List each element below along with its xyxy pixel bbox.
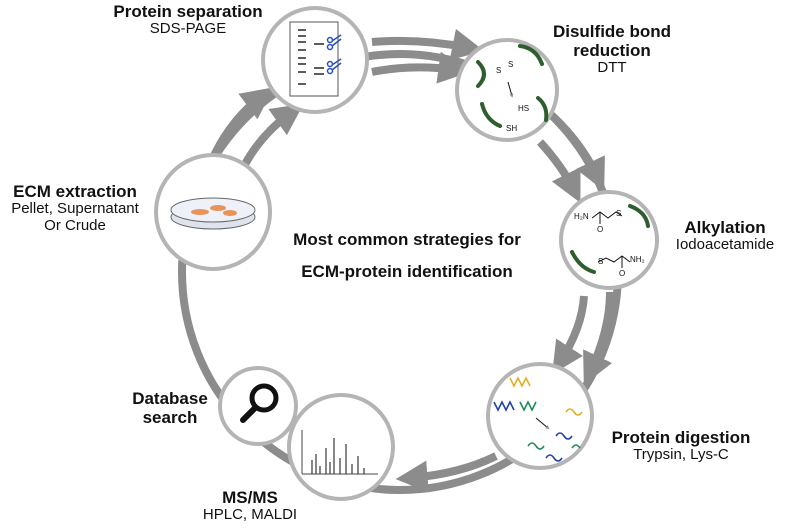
- mass-spectrum-icon: [301, 430, 378, 475]
- step-title: Protein digestion: [611, 428, 751, 447]
- step-title: ECM extraction: [13, 182, 137, 201]
- circle-msms: [287, 393, 395, 501]
- step-subtitle: Iodoacetamide: [675, 236, 775, 254]
- amine-label: H₂N: [574, 212, 589, 221]
- arrow-alkylation-to-digestion-outer: [583, 291, 614, 386]
- sulfur-label: S: [496, 66, 501, 75]
- protein-digestion-icon: [493, 376, 583, 462]
- amine-label: NH₂: [630, 255, 645, 264]
- step-title: Disulfide bond: [552, 22, 672, 41]
- circle-protein-digestion: [486, 362, 594, 470]
- disulfide-reduction-icon: S S HS SH: [476, 44, 549, 133]
- step-title: reduction: [573, 41, 651, 61]
- arrow-separation-to-reduction-outer: [371, 28, 485, 61]
- center-title-line1: Most common strategies for: [293, 230, 521, 249]
- thiol-label: SH: [506, 124, 517, 133]
- arrow-reduction-to-alkylation-inner: [537, 139, 581, 203]
- sds-page-gel-icon: [289, 21, 342, 97]
- step-subtitle: SDS-PAGE: [149, 20, 227, 38]
- step-title: Alkylation: [684, 218, 766, 237]
- step-protein-digestion: Protein digestion Trypsin, Lys-C: [596, 428, 766, 464]
- arrow-alkylation-to-digestion-inner: [552, 295, 588, 375]
- sulfur-label: S: [616, 209, 621, 218]
- circle-alkylation: [559, 190, 659, 290]
- arrow-separation-to-reduction-inner: [371, 51, 471, 84]
- step-title: MS/MS: [222, 488, 278, 507]
- step-disulfide-reduction: Disulfide bond reduction DTT: [542, 22, 682, 77]
- oxygen-label: O: [597, 225, 603, 234]
- step-subtitle: DTT: [597, 59, 627, 77]
- step-protein-separation: Protein separation SDS-PAGE: [100, 2, 276, 38]
- arrow-reduction-to-alkylation-outer: [545, 108, 605, 192]
- step-title: Database: [132, 389, 208, 408]
- sulfur-label: S: [508, 60, 513, 69]
- magnifier-icon: [240, 383, 279, 423]
- step-circles: [154, 6, 659, 501]
- oxygen-label: O: [619, 269, 625, 278]
- step-ecm-extraction: ECM extraction Pellet, Supernatant Or Cr…: [0, 182, 150, 235]
- scissors-icon: [326, 34, 342, 51]
- alkylation-icon: H₂N S O S O NH₂: [570, 204, 650, 278]
- step-subtitle: Pellet, Supernatant: [11, 200, 139, 218]
- step-title: Protein separation: [113, 2, 263, 21]
- step-database-search: Database search: [118, 389, 222, 427]
- step-subtitle: HPLC, MALDI: [202, 506, 298, 524]
- step-msms: MS/MS HPLC, MALDI: [190, 488, 310, 524]
- scissors-icon: [326, 58, 342, 75]
- arrow-ecm-to-separation-outer: [208, 87, 274, 162]
- petri-dish-icon: [170, 197, 256, 230]
- step-subtitle: Or Crude: [44, 216, 106, 234]
- arrow-digestion-to-msms: [395, 452, 498, 493]
- step-subtitle: Trypsin, Lys-C: [633, 446, 729, 464]
- thiol-label: HS: [518, 104, 529, 113]
- arrows: [208, 28, 614, 493]
- step-alkylation: Alkylation Iodoacetamide: [660, 218, 790, 254]
- center-title-line2: ECM-protein identification: [301, 262, 513, 281]
- step-title: search: [142, 408, 198, 428]
- sulfur-label: S: [598, 257, 603, 266]
